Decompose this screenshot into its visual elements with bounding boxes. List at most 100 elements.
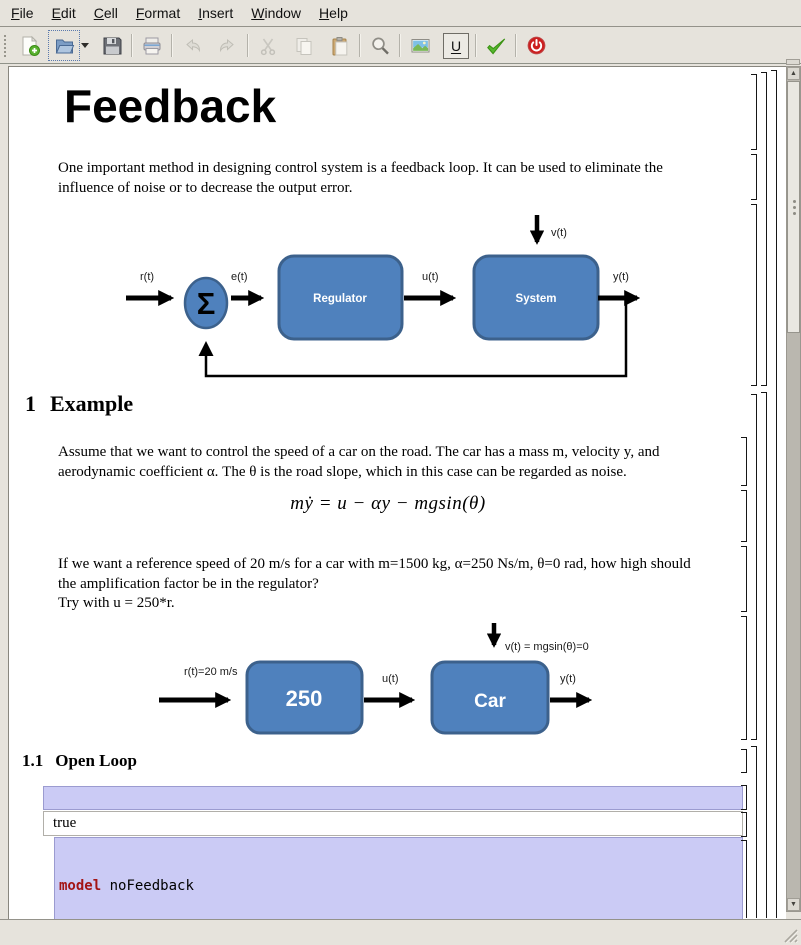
- section-heading-example: 1 Example: [25, 391, 133, 417]
- label-y: y(t): [613, 271, 629, 283]
- menu-window[interactable]: Window: [251, 5, 302, 21]
- insert-image-button[interactable]: [406, 32, 434, 59]
- status-bar: [0, 919, 801, 945]
- document-title: Feedback: [64, 80, 277, 132]
- text-line: One important method in designing contro…: [58, 160, 663, 176]
- intro-paragraph: One important method in designing contro…: [58, 159, 663, 198]
- new-document-button[interactable]: [16, 32, 44, 59]
- save-icon: [103, 37, 122, 54]
- toolbar-drag-handle[interactable]: [4, 34, 12, 57]
- print-icon: [143, 37, 161, 54]
- underline-icon: U: [443, 32, 469, 59]
- new-document-icon: [22, 35, 40, 56]
- menu-file[interactable]: File: [11, 5, 34, 21]
- paste-clipboard-icon: [332, 36, 348, 55]
- undo-button[interactable]: [178, 32, 206, 59]
- label-u: u(t): [422, 271, 439, 283]
- label-r: r(t): [140, 271, 154, 283]
- feedback-block-diagram: r(t) Σ e(t) Regulator u(t) System v(t) y…: [126, 215, 641, 378]
- label-y2: y(t): [560, 673, 576, 685]
- sum-junction: [183, 276, 229, 330]
- text-line: influence of noise or to decrease the ou…: [58, 179, 353, 196]
- copy-button[interactable]: [290, 32, 318, 59]
- vertical-scrollbar[interactable]: ▲ ▼: [786, 66, 801, 912]
- toolbar-separator: [359, 34, 361, 57]
- scroll-up-button[interactable]: ▲: [787, 67, 800, 80]
- section-number: 1: [25, 391, 36, 416]
- toolbar-separator: [247, 34, 249, 57]
- toolbar-separator: [131, 34, 133, 57]
- input-cell-model[interactable]: model noFeedback import SI = Modelica.SI…: [54, 837, 743, 920]
- redo-button[interactable]: [214, 32, 242, 59]
- cell-bracket-loadmodel[interactable]: [741, 785, 747, 810]
- quit-button[interactable]: [522, 32, 550, 59]
- toolbar-separator: [475, 34, 477, 57]
- menu-help[interactable]: Help: [319, 5, 348, 21]
- cut-button[interactable]: [254, 32, 282, 59]
- open-folder-icon: [55, 39, 74, 53]
- scrollbar-grip-dots: [792, 200, 796, 203]
- section-title: Example: [50, 391, 134, 416]
- menu-edit[interactable]: Edit: [51, 5, 76, 21]
- input-cell-loadmodel[interactable]: loadModel(Modelica): [43, 786, 743, 810]
- evaluate-button[interactable]: [482, 32, 510, 59]
- menu-format[interactable]: Format: [135, 5, 181, 21]
- cell-bracket-true[interactable]: [741, 812, 747, 837]
- cell-bracket-question-text[interactable]: [741, 546, 747, 612]
- cell-bracket-openloop-heading[interactable]: [741, 749, 747, 773]
- open-dropdown-arrow[interactable]: [78, 32, 92, 59]
- menu-insert[interactable]: Insert: [198, 5, 234, 21]
- cell-bracket-diagram1[interactable]: [751, 204, 757, 386]
- cell-bracket-example-content-group[interactable]: [751, 394, 757, 740]
- label-r2: r(t)=20 m/s: [184, 666, 238, 678]
- toolbar: U: [0, 28, 801, 64]
- cell-bracket-openloop-group[interactable]: [751, 746, 757, 918]
- underline-button[interactable]: U: [442, 32, 470, 59]
- label-u2: u(t): [382, 673, 399, 685]
- cell-bracket-model[interactable]: [741, 840, 747, 918]
- save-button[interactable]: [98, 32, 126, 59]
- search-button[interactable]: [366, 32, 394, 59]
- equation: mẏ = u − αy − mgsin(θ): [290, 493, 486, 514]
- example-paragraph: Assume that we want to control the speed…: [58, 443, 659, 482]
- feedback-loop-line: [198, 300, 628, 378]
- car-box: [430, 660, 550, 735]
- print-button[interactable]: [138, 32, 166, 59]
- cell-bracket-example-group[interactable]: [761, 392, 767, 918]
- section-number: 1.1: [22, 751, 44, 770]
- scroll-down-button[interactable]: ▼: [787, 898, 800, 911]
- green-check-icon: [487, 37, 506, 54]
- toolbar-separator: [515, 34, 517, 57]
- scrollbar-corner-widget: [786, 59, 800, 65]
- menu-cell[interactable]: Cell: [93, 5, 118, 21]
- text-line: Try with u = 250*r.: [58, 595, 175, 611]
- text-line: the amplification factor be in the regul…: [58, 575, 319, 592]
- label-e: e(t): [231, 271, 248, 283]
- resize-grip[interactable]: [783, 928, 799, 943]
- scrollbar-thumb[interactable]: [787, 81, 800, 333]
- cell-bracket-intro-group[interactable]: [761, 72, 767, 386]
- gain-label: 250: [286, 686, 323, 711]
- output-cell-true[interactable]: true: [43, 811, 743, 836]
- cell-bracket-equation[interactable]: [741, 490, 747, 542]
- text-line: aerodynamic coefficient α. The θ is the …: [58, 463, 627, 480]
- cell-bracket-example-text[interactable]: [741, 437, 747, 486]
- cell-bracket-title[interactable]: [751, 74, 757, 150]
- open-button[interactable]: [48, 30, 80, 61]
- notebook-workspace: Feedback One important method in designi…: [0, 59, 801, 920]
- system-label: System: [516, 293, 557, 305]
- cell-bracket-document-group[interactable]: [771, 70, 777, 918]
- text-line: Assume that we want to control the speed…: [58, 444, 660, 460]
- copy-icon: [296, 37, 312, 55]
- undo-icon: [186, 38, 201, 52]
- text-line: If we want a reference speed of 20 m/s f…: [58, 556, 691, 572]
- cell-bracket-diagram2[interactable]: [741, 616, 747, 740]
- regulator-label: Regulator: [313, 293, 367, 305]
- question-paragraph: If we want a reference speed of 20 m/s f…: [58, 555, 691, 614]
- power-icon: [527, 36, 545, 55]
- image-icon: [411, 38, 429, 52]
- menu-bar: File Edit Cell Format Insert Window Help: [0, 0, 801, 27]
- cell-bracket-intro-text[interactable]: [751, 154, 757, 200]
- paste-button[interactable]: [326, 32, 354, 59]
